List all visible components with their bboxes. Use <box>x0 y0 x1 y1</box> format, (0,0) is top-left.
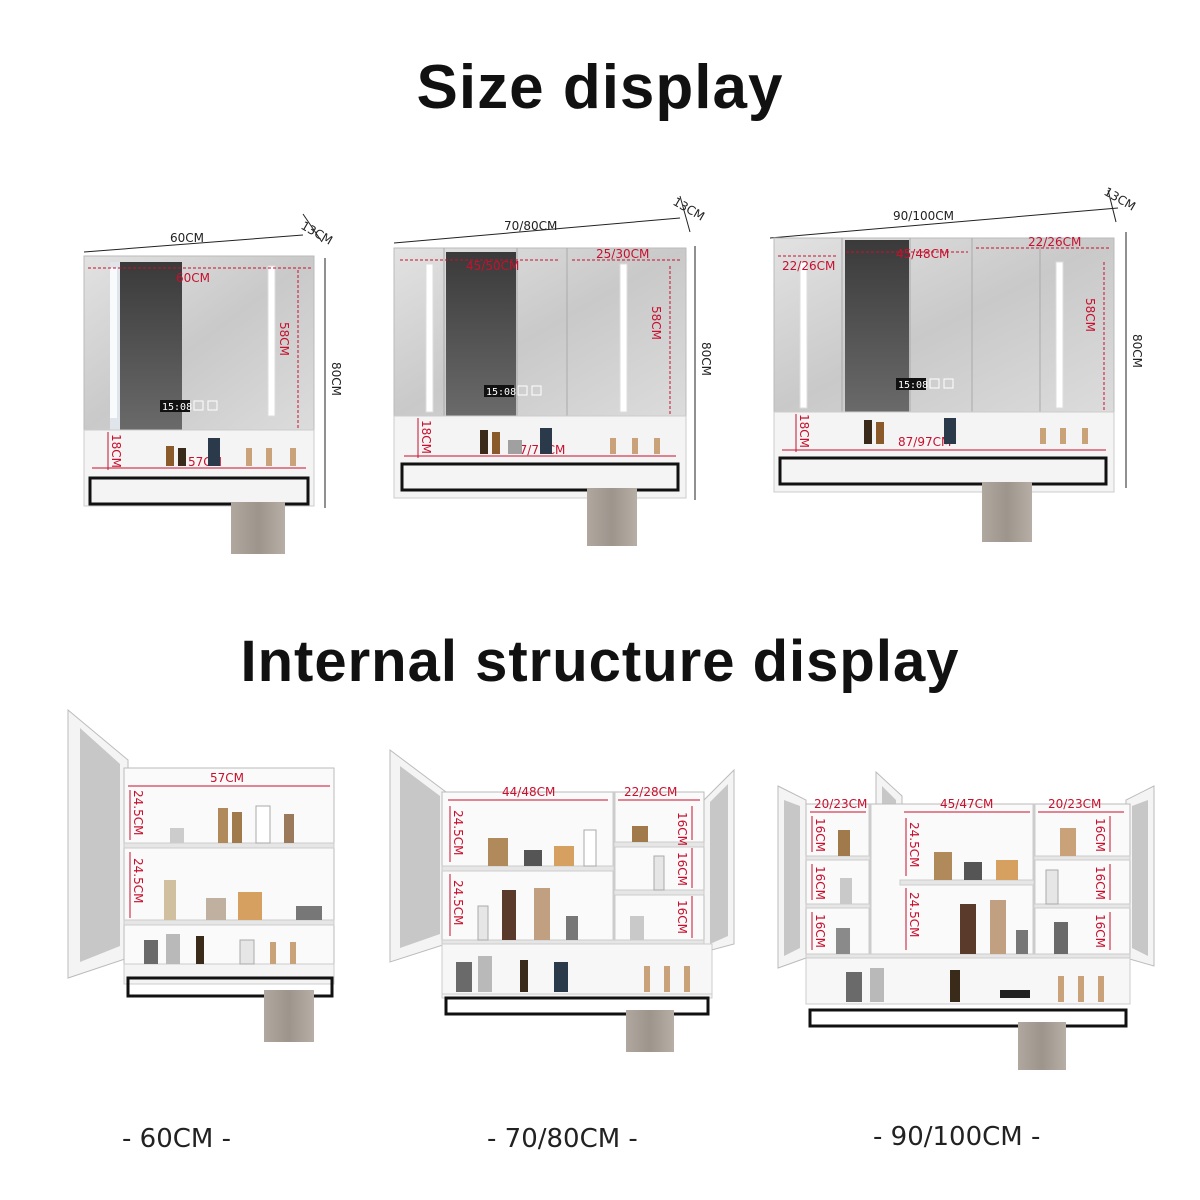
right-door-label: 25/30CM <box>596 247 649 261</box>
shelf-height-label: 18CM <box>109 434 123 468</box>
left-shelf-1-label: 24.5CM <box>451 810 465 855</box>
depth-label: 13CM <box>671 194 707 223</box>
size-label-70-80: - 70/80CM - <box>487 1124 638 1154</box>
right-shelf-1-label: 16CM <box>1093 818 1107 852</box>
clock-display: 15:08 <box>486 387 516 398</box>
center-shelf-1-label: 24.5CM <box>907 822 921 867</box>
internal-structure-title: Internal structure display <box>240 629 960 694</box>
size-cabinet-70-80: 70/80CM 13CM 80CM 45/50CM 25/30CM 58CM 1… <box>393 194 713 546</box>
shelf-height-label: 18CM <box>797 414 811 448</box>
center-door-label: 45/48CM <box>896 247 949 261</box>
size-label-90-100: - 90/100CM - <box>873 1122 1041 1152</box>
right-shelf-2-label: 16CM <box>1093 866 1107 900</box>
left-top-label: 20/23CM <box>814 797 867 811</box>
right-shelf-2-label: 16CM <box>675 852 689 886</box>
left-door-label: 45/50CM <box>466 259 519 273</box>
right-door-label: 22/26CM <box>1028 235 1081 249</box>
right-shelf-3-label: 16CM <box>675 900 689 934</box>
size-cabinet-60: 60CM 13CM 80CM 60CM 58CM 18CM 57CM 15:08 <box>83 213 343 554</box>
width-label: 90/100CM <box>893 209 954 223</box>
depth-label: 13CM <box>299 218 335 247</box>
size-display-title: Size display <box>416 53 784 122</box>
shelf-width-label: 87/97CM <box>898 435 951 449</box>
right-shelf-3-label: 16CM <box>1093 914 1107 948</box>
shelf-2-label: 24.5CM <box>131 858 145 903</box>
clock-display: 15:08 <box>162 402 192 413</box>
internal-cabinet-90-100: 20/23CM 45/47CM 20/23CM 16CM 16CM 16CM 2… <box>777 770 1155 1070</box>
left-shelf-2-label: 24.5CM <box>451 880 465 925</box>
left-door-label: 22/26CM <box>782 259 835 273</box>
left-top-label: 44/48CM <box>502 785 555 799</box>
left-shelf-1-label: 16CM <box>813 818 827 852</box>
mirror-width-label: 60CM <box>176 271 210 285</box>
height-label: 80CM <box>699 342 713 376</box>
height-label: 80CM <box>329 362 343 396</box>
width-label: 60CM <box>170 231 204 245</box>
width-label: 70/80CM <box>504 219 557 233</box>
internal-cabinet-60: 57CM 24.5CM 24.5CM <box>67 708 335 1042</box>
top-width-label: 57CM <box>210 771 244 785</box>
center-shelf-2-label: 24.5CM <box>907 892 921 937</box>
mirror-height-label: 58CM <box>649 306 663 340</box>
clock-display: 15:08 <box>898 380 928 391</box>
right-top-label: 22/28CM <box>624 785 677 799</box>
height-label: 80CM <box>1130 334 1144 368</box>
center-top-label: 45/47CM <box>940 797 993 811</box>
internal-cabinet-70-80: 44/48CM 22/28CM 24.5CM 24.5CM 16CM 16CM … <box>389 749 735 1052</box>
right-shelf-1-label: 16CM <box>675 812 689 846</box>
size-label-60: - 60CM - <box>122 1124 231 1154</box>
right-top-label: 20/23CM <box>1048 797 1101 811</box>
left-shelf-2-label: 16CM <box>813 866 827 900</box>
mirror-height-label: 58CM <box>1083 298 1097 332</box>
left-shelf-3-label: 16CM <box>813 914 827 948</box>
shelf-1-label: 24.5CM <box>131 790 145 835</box>
size-cabinet-90-100: 90/100CM 13CM 80CM 22/26CM 45/48CM 22/26… <box>769 184 1144 542</box>
shelf-height-label: 18CM <box>419 420 433 454</box>
mirror-height-label: 58CM <box>277 322 291 356</box>
